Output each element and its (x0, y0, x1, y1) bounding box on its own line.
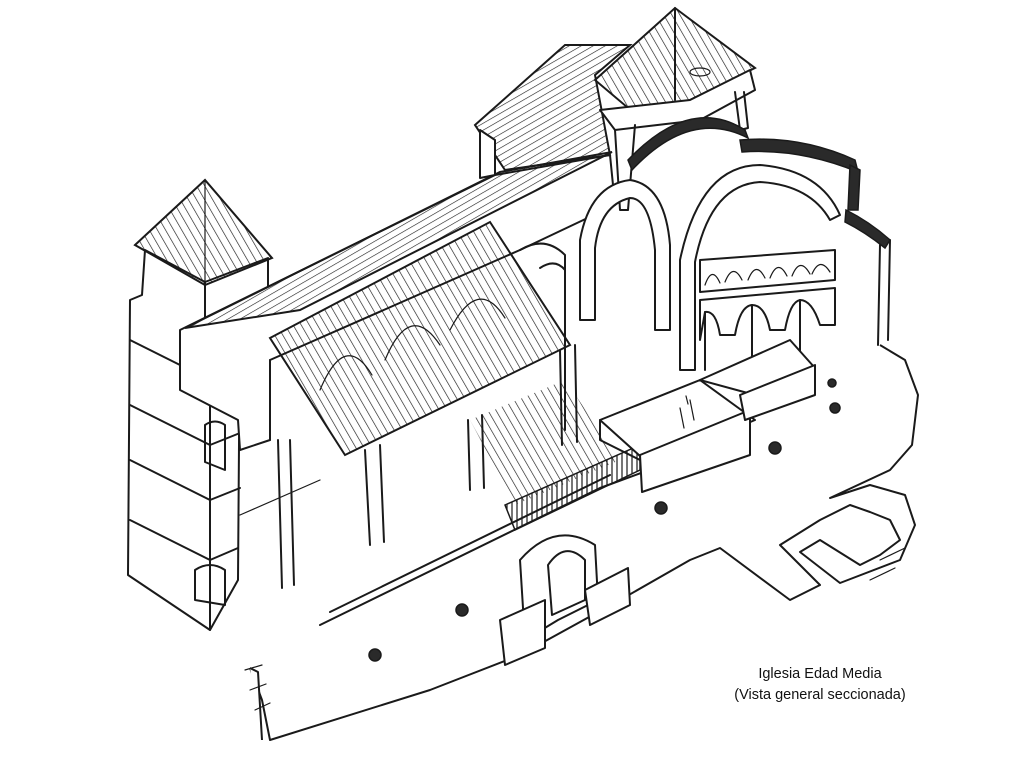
nave-roof (185, 152, 612, 455)
caption-title: Iglesia Edad Media (758, 666, 882, 682)
figure-caption: Iglesia Edad Media (Vista general seccio… (700, 664, 940, 706)
aisle-shadow (470, 380, 640, 530)
dome-lantern (595, 8, 755, 130)
transept-roof (475, 45, 630, 178)
caption-subtitle: (Vista general seccionada) (734, 687, 906, 703)
ink-hatching-detail (245, 548, 905, 710)
sectioned-dome-and-apse (520, 92, 890, 430)
chancel-platform (600, 340, 815, 492)
tower-roof (135, 180, 272, 285)
entrance-portal (500, 535, 630, 665)
